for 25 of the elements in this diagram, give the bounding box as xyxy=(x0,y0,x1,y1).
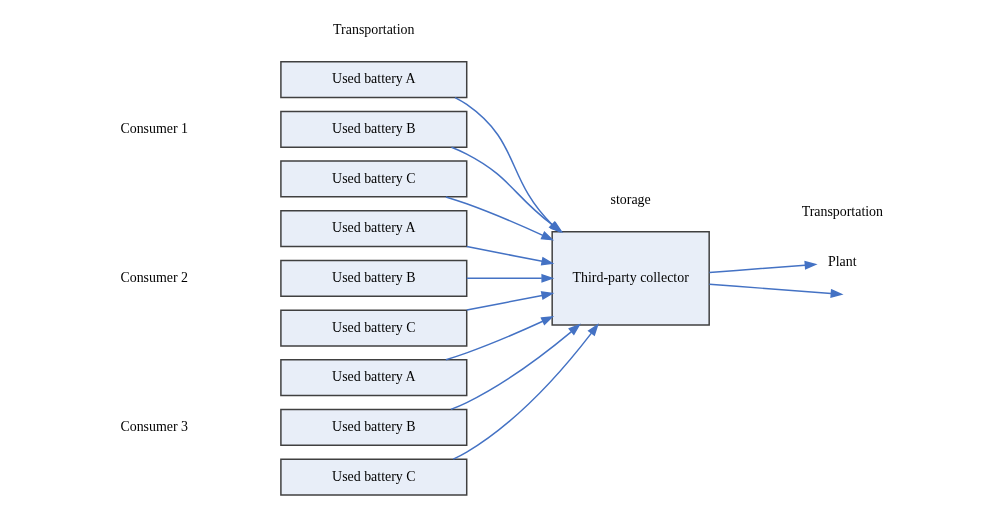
arrow xyxy=(708,260,818,274)
arrow xyxy=(466,245,555,266)
node-box: Used battery C xyxy=(280,309,468,347)
arrow xyxy=(445,196,555,241)
arrow xyxy=(452,323,599,460)
node-box: Used battery A xyxy=(280,359,468,397)
node-box: Used battery A xyxy=(280,210,468,248)
label: storage xyxy=(610,191,651,207)
arrow xyxy=(466,273,555,283)
node-box: Used battery A xyxy=(280,60,468,99)
label: Transportation xyxy=(801,204,884,220)
label: Transportation xyxy=(333,21,415,37)
arrow xyxy=(450,323,581,411)
node-box: Used battery B xyxy=(280,110,468,148)
node-box: Used battery B xyxy=(280,259,468,297)
node-text: Plant xyxy=(828,254,857,270)
node-box: Third-party collector xyxy=(551,230,710,326)
label: Consumer 1 xyxy=(120,120,189,136)
arrow xyxy=(466,291,555,311)
label: Consumer 2 xyxy=(120,270,189,286)
node-box: Used battery B xyxy=(280,408,468,447)
arrow xyxy=(708,283,844,298)
label: Consumer 3 xyxy=(120,419,189,435)
node-box: Used battery C xyxy=(280,458,468,496)
node-box: Used battery C xyxy=(280,160,468,198)
